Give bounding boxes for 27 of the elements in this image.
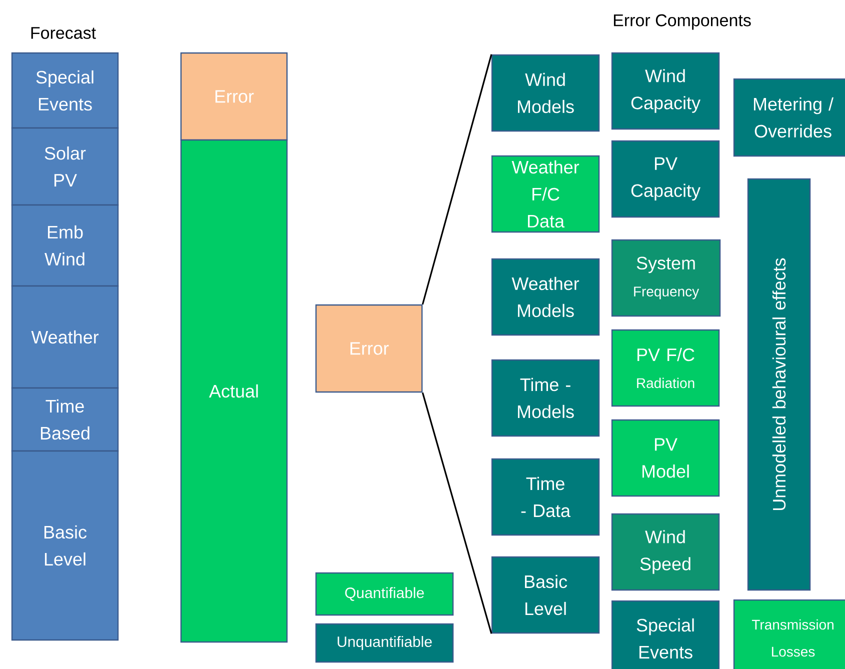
component-box: PV F/C Radiation [611,329,720,407]
expansion-line [422,54,492,305]
component-box: Weather F/C Data [491,155,600,233]
component-box: Weather Models [491,258,600,336]
component-box: Time - Models [491,359,600,437]
forecast-segment: Solar PV [11,127,119,206]
error-box: Error [315,304,423,393]
component-box: Wind Capacity [611,52,720,130]
component-box: PV Model [611,419,720,497]
forecast-segment: Time Based [11,387,119,452]
component-box: Special Events [611,600,720,669]
expansion-line [422,392,492,634]
heading: Error Components [614,14,751,30]
component-box: Transmission Losses [733,599,845,669]
actual-segment: Actual [180,139,288,643]
forecast-segment: Special Events [11,52,119,129]
component-box: Time - Data [491,458,600,536]
component-box: Metering / Overrides [733,78,845,157]
forecast-segment: Weather [11,285,119,389]
error-segment: Error [180,52,288,141]
component-box: Wind Models [491,54,600,132]
component-box: Basic Level [491,556,600,634]
component-box: System Frequency [611,239,721,317]
component-box: PV Capacity [611,140,720,218]
forecast-segment: Emb Wind [11,204,119,287]
component-bar: Unmodelled behavioural effects [747,178,811,591]
component-box: Wind Speed [611,513,720,591]
